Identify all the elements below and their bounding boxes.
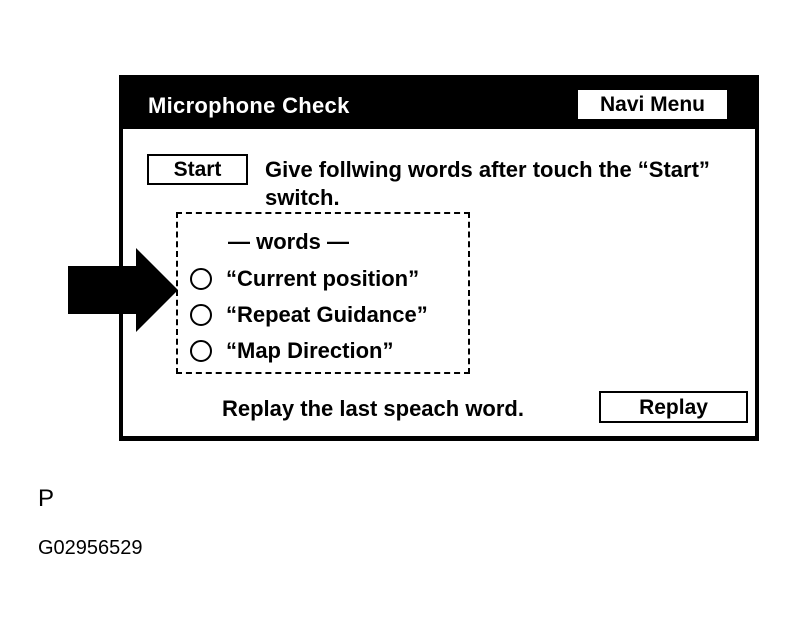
word-option-current-position[interactable]: “Current position”: [190, 264, 419, 294]
instruction-line-2: switch.: [265, 185, 340, 210]
navi-menu-button[interactable]: Navi Menu: [576, 88, 729, 121]
replay-button[interactable]: Replay: [599, 391, 748, 423]
word-label: “Repeat Guidance”: [226, 302, 428, 327]
instruction-line-1: Give follwing words after touch the “Sta…: [265, 157, 710, 182]
words-box: [176, 212, 470, 374]
word-label: “Current position”: [226, 266, 420, 291]
figure-code: G02956529: [38, 537, 143, 559]
word-label: “Map Direction”: [226, 338, 394, 363]
instruction-text: Give follwing words after touch the “Sta…: [265, 156, 755, 212]
radio-circle-icon[interactable]: [190, 304, 212, 326]
words-heading: — words —: [228, 229, 350, 254]
start-button[interactable]: Start: [147, 154, 248, 185]
pointer-arrow-icon: [68, 248, 178, 332]
radio-circle-icon[interactable]: [190, 340, 212, 362]
radio-circle-icon[interactable]: [190, 268, 212, 290]
replay-description: Replay the last speach word.: [222, 396, 524, 421]
screen-title: Microphone Check: [148, 93, 350, 118]
footer-letter: P: [38, 485, 55, 512]
word-option-map-direction[interactable]: “Map Direction”: [190, 336, 393, 366]
word-option-repeat-guidance[interactable]: “Repeat Guidance”: [190, 300, 428, 330]
